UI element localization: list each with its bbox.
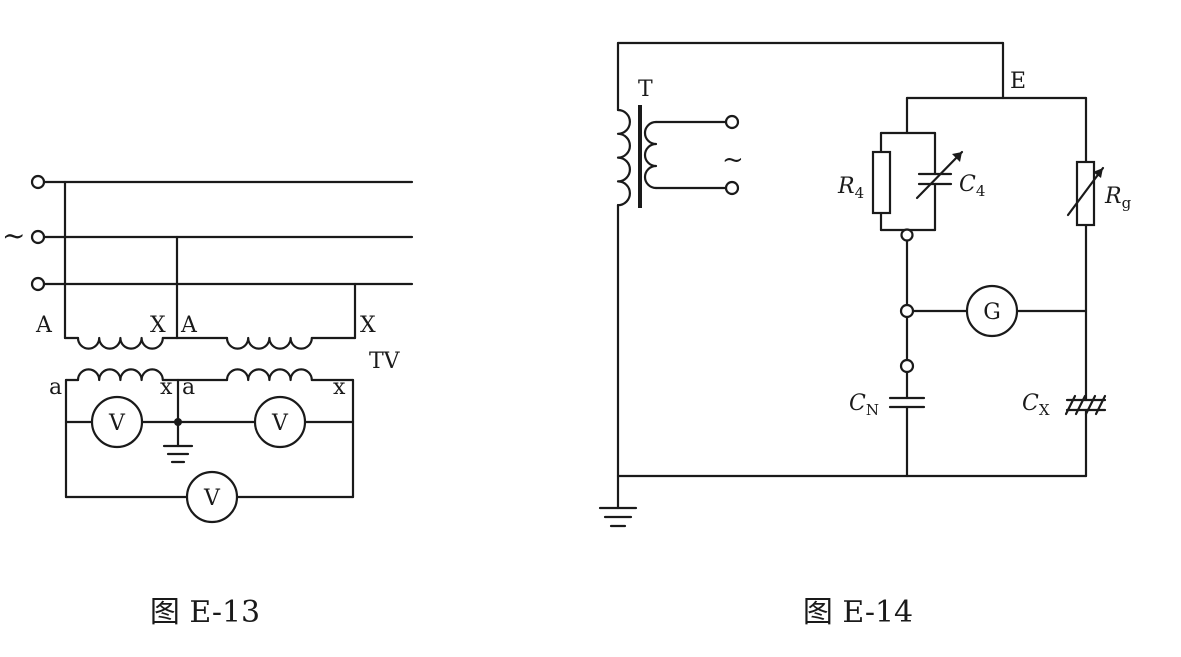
- supply-terminal-3: [30, 276, 46, 292]
- primary-label-x1: X: [150, 313, 166, 338]
- secondary-winding-2: [225, 368, 313, 382]
- e14-source-symbol: ~: [722, 145, 744, 175]
- supply-lines: [30, 174, 414, 292]
- ground-icon: [162, 444, 194, 464]
- node-e-label: E: [1010, 69, 1026, 94]
- r4-label: R4: [837, 174, 864, 202]
- svg-text:G: G: [983, 300, 1001, 325]
- resistor-r4: [871, 150, 892, 215]
- transformer-label: T: [638, 77, 653, 102]
- e13-source-symbol: ~: [2, 219, 25, 252]
- primary-winding-2: [225, 336, 313, 350]
- junction-dot: [174, 418, 182, 426]
- voltmeter-2: V: [253, 395, 307, 449]
- c4-label: C4: [959, 172, 985, 200]
- secondary-label-x1: x: [160, 375, 173, 400]
- node-terminal-1: [900, 228, 914, 242]
- primary-winding-1: [76, 336, 164, 350]
- secondary-wiring: [64, 378, 355, 499]
- transformer-primary-winding: [616, 108, 631, 207]
- t-terminal-2: [724, 180, 740, 196]
- rg-label: Rg: [1104, 184, 1132, 212]
- t-terminal-1: [724, 114, 740, 130]
- caption-e14: 图 E-14: [803, 595, 913, 630]
- secondary-label-a1: a: [49, 375, 62, 400]
- resistor-rg-variable: [1066, 160, 1105, 227]
- capacitor-cn: [888, 396, 926, 409]
- galvanometer: G: [965, 284, 1019, 338]
- caption-e13: 图 E-13: [150, 595, 260, 630]
- figure-e14: T ~ E R4 C4 Rg G: [598, 41, 1132, 630]
- secondary-label-a2: a: [182, 375, 195, 400]
- supply-terminal-2: [30, 229, 46, 245]
- voltmeter-3: V: [185, 470, 239, 524]
- cn-label: CN: [849, 391, 879, 419]
- tv-label: TV: [369, 349, 401, 374]
- node-terminal-2: [899, 303, 915, 319]
- supply-terminal-1: [30, 174, 46, 190]
- voltmeter-1: V: [90, 395, 144, 449]
- primary-label-a2: A: [180, 313, 198, 338]
- capacitor-cx: [1064, 394, 1107, 416]
- node-terminal-3: [899, 358, 915, 374]
- ground-icon: [598, 506, 638, 528]
- svg-text:V: V: [108, 411, 126, 436]
- cx-label: CX: [1022, 391, 1050, 419]
- transformer-secondary-winding: [643, 120, 658, 190]
- secondary-winding-1: [76, 368, 164, 382]
- figure-e13: ~: [2, 174, 414, 630]
- primary-label-x2: X: [360, 313, 376, 338]
- capacitor-c4-variable: [915, 150, 964, 200]
- primary-wiring: [63, 180, 357, 340]
- e14-wiring: [616, 41, 1088, 510]
- primary-label-a1: A: [35, 313, 53, 338]
- svg-text:V: V: [271, 411, 289, 436]
- svg-text:V: V: [203, 486, 221, 511]
- secondary-label-x2: x: [333, 375, 346, 400]
